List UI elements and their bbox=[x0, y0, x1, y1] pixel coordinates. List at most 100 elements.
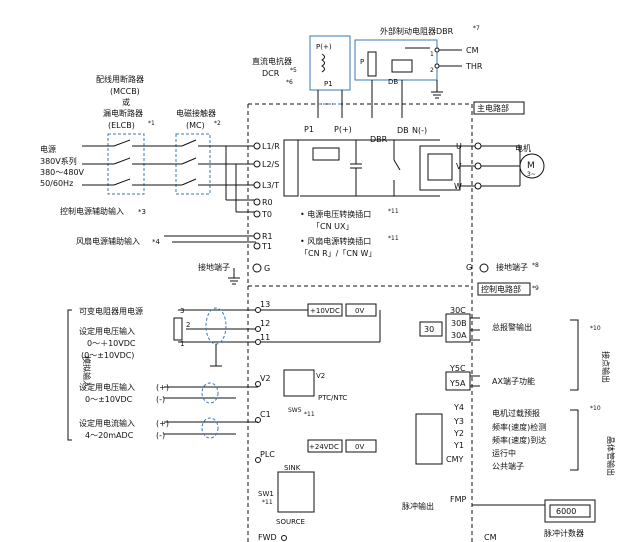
shield-icon bbox=[205, 307, 227, 345]
term-v: V bbox=[456, 162, 462, 171]
set-c1-line2: 4～20mADC bbox=[85, 431, 134, 440]
pulse-counter-display: 6000 bbox=[556, 507, 576, 516]
zero-v2-label: 0V bbox=[355, 443, 364, 451]
term-fmp: FMP bbox=[450, 495, 467, 504]
term-nminus: N(-) bbox=[412, 126, 427, 135]
fan-switch-conn: 「CN R」/「CN W」 bbox=[300, 249, 376, 258]
three-phase-lines bbox=[82, 139, 256, 213]
power-terminals-left: L1/R L2/S L3/T R0 T0 R1 T1 G bbox=[252, 142, 280, 273]
power-line1: 电源 bbox=[40, 144, 56, 154]
ptc-label: PTC/NTC bbox=[318, 394, 347, 402]
term-l2: L2/S bbox=[262, 160, 279, 169]
dc-reactor-note: *5 bbox=[290, 67, 297, 74]
breaker-note: *1 bbox=[148, 120, 155, 127]
ext-brake-resistor-note: *7 bbox=[473, 25, 480, 32]
ground-left-label: 接地端子 bbox=[198, 262, 230, 272]
power-line2: 380V系列 bbox=[40, 156, 77, 166]
brake-term-thr: THR bbox=[465, 62, 483, 71]
term-t1: T1 bbox=[261, 242, 272, 251]
control-aux-label: 控制电源辅助输入 bbox=[60, 206, 124, 216]
set-v1-line3: (0～±10VDC) bbox=[81, 351, 134, 360]
analog-side-label: 模拟输入 bbox=[82, 356, 92, 388]
brake-term-p: P bbox=[360, 58, 364, 66]
control-circuit-label: 控制电路部 bbox=[481, 284, 521, 294]
breaker-line3: 或 bbox=[122, 97, 130, 107]
breaker-line1: 配线用断路器 bbox=[96, 74, 144, 84]
pot-power-label: 可变电阻器用电源 bbox=[79, 306, 143, 316]
v2-minus: (-) bbox=[156, 395, 165, 404]
brake-term-cm: CM bbox=[466, 46, 479, 55]
term-pplus: P(+) bbox=[334, 125, 352, 134]
term-12: 12 bbox=[260, 319, 270, 328]
term-r0: R0 bbox=[262, 198, 273, 207]
alarm-label: 总报警输出 bbox=[492, 322, 532, 332]
breaker-line5: (ELCB) bbox=[108, 121, 135, 130]
control-circuit-box bbox=[477, 282, 531, 296]
term-y3: Y3 bbox=[453, 417, 464, 426]
transistor-output-note: *10 bbox=[590, 405, 601, 412]
sw1-label: SW1 bbox=[258, 490, 274, 498]
term-cmy: CMY bbox=[446, 455, 463, 464]
brake-term-db: DB bbox=[388, 78, 398, 86]
term-w: W bbox=[454, 182, 462, 191]
term-c1: C1 bbox=[260, 410, 271, 419]
reactor-coil-icon bbox=[321, 53, 325, 73]
pulse-output-label: 脉冲输出 bbox=[402, 501, 434, 511]
term-l3: L3/T bbox=[262, 181, 279, 190]
plus24-box bbox=[307, 439, 343, 453]
sw5-note: *11 bbox=[304, 411, 315, 418]
main-circuit-components bbox=[283, 139, 484, 197]
main-circuit-box bbox=[473, 101, 525, 115]
pot-pin1: 1 bbox=[180, 340, 184, 348]
inverter-enclosure bbox=[247, 103, 473, 542]
set-v1-line2: 0～＋10VDC bbox=[87, 339, 136, 348]
set-c1-line1: 设定用电流输入 bbox=[79, 418, 135, 428]
brake-resistor-element bbox=[367, 51, 377, 77]
control-aux-note: *3 bbox=[138, 208, 146, 216]
term-u: U bbox=[456, 142, 462, 151]
term-db: DB bbox=[397, 126, 409, 135]
relay-outputs: 30C 30B 30A 30 总报警输出 Y5C Y5A AX端子功能 接点输出… bbox=[419, 306, 611, 391]
contactor-line1: 电磁接触器 bbox=[176, 108, 216, 118]
c1-plus: (+) bbox=[156, 419, 169, 428]
relay-30: 30 bbox=[424, 325, 434, 334]
voltage-switch-note: • 电源电压转换插口 bbox=[300, 209, 371, 219]
c1-minus: (-) bbox=[156, 431, 165, 440]
contactor-line2: (MC) bbox=[186, 121, 205, 130]
brake-num-1: 1 bbox=[430, 51, 434, 58]
contact-output-note: *10 bbox=[590, 325, 601, 332]
term-y5c: Y5C bbox=[449, 364, 466, 373]
fan-switch-ref: *11 bbox=[388, 235, 399, 242]
motor-label: 电机 bbox=[515, 143, 531, 153]
brake-num-2: 2 bbox=[430, 67, 434, 74]
ptc-v2-label: V2 bbox=[316, 372, 325, 380]
zero-v-label: 0V bbox=[355, 307, 364, 315]
v2-plus: (+) bbox=[156, 383, 169, 392]
term-g-left: G bbox=[264, 264, 270, 273]
power-line3: 380～480V bbox=[40, 168, 85, 177]
ground-right-label: 接地端子 bbox=[496, 262, 528, 272]
set-v1-line1: 设定用电压输入 bbox=[79, 326, 135, 336]
source-label: SOURCE bbox=[276, 518, 305, 526]
motor-phase: 3~ bbox=[527, 171, 536, 178]
sw5-label: SW5 bbox=[288, 407, 302, 414]
motor-icon bbox=[519, 153, 545, 179]
sink-source-switch bbox=[277, 471, 315, 513]
set-v2-line2: 0～±10VDC bbox=[85, 395, 133, 404]
plus24-label: +24VDC bbox=[309, 443, 339, 451]
dc-reactor-note2: *6 bbox=[286, 79, 293, 86]
reactor-term-p1: P1 bbox=[324, 80, 333, 88]
sink-label: SINK bbox=[284, 464, 301, 472]
term-plc: PLC bbox=[260, 450, 275, 459]
pulse-counter-label: 脉冲计数器 bbox=[544, 528, 584, 538]
term-r1: R1 bbox=[262, 232, 273, 241]
ax-label: AX端子功能 bbox=[492, 376, 535, 386]
dc-reactor-box bbox=[309, 35, 351, 91]
term-30b: 30B bbox=[451, 319, 467, 328]
transistor-output-side: 晶体管输出 bbox=[606, 436, 616, 476]
term-30c: 30C bbox=[450, 306, 466, 315]
pot-pin2: 2 bbox=[186, 321, 190, 329]
func-freq-detect: 频率(速度)检测 bbox=[492, 422, 546, 432]
analog-bracket bbox=[67, 309, 72, 441]
